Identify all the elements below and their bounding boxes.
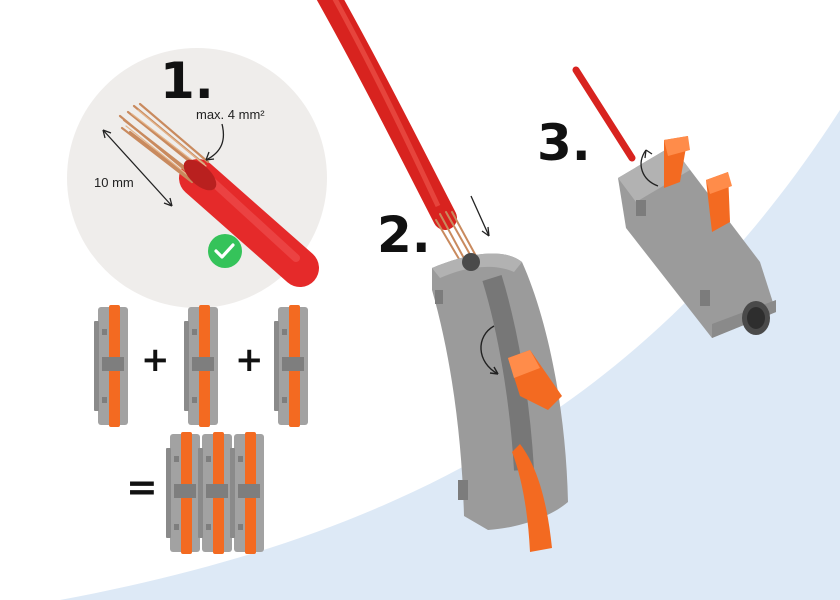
dimension-line [102,129,173,207]
plus-sign-2: + [235,340,264,380]
step3-connector [618,136,776,338]
stripped-wire [118,102,319,287]
lever-rotate-arrow [480,325,499,375]
max-cross-section-label: max. 4 mm² [196,107,265,122]
step2-connector [432,253,568,552]
check-icon [208,234,242,268]
insert-arrow [470,195,490,237]
step2-number: 2. [377,206,431,264]
lever-close-arrow [640,149,659,187]
plus-sign-1: + [141,340,170,380]
strip-length-label: 10 mm [94,175,134,190]
step2-wire [316,0,477,265]
step1-number: 1. [160,52,214,110]
step3-number: 3. [537,114,591,172]
max-label-arrow [205,123,225,161]
step3-wire [572,66,636,162]
equals-sign: = [126,465,158,509]
